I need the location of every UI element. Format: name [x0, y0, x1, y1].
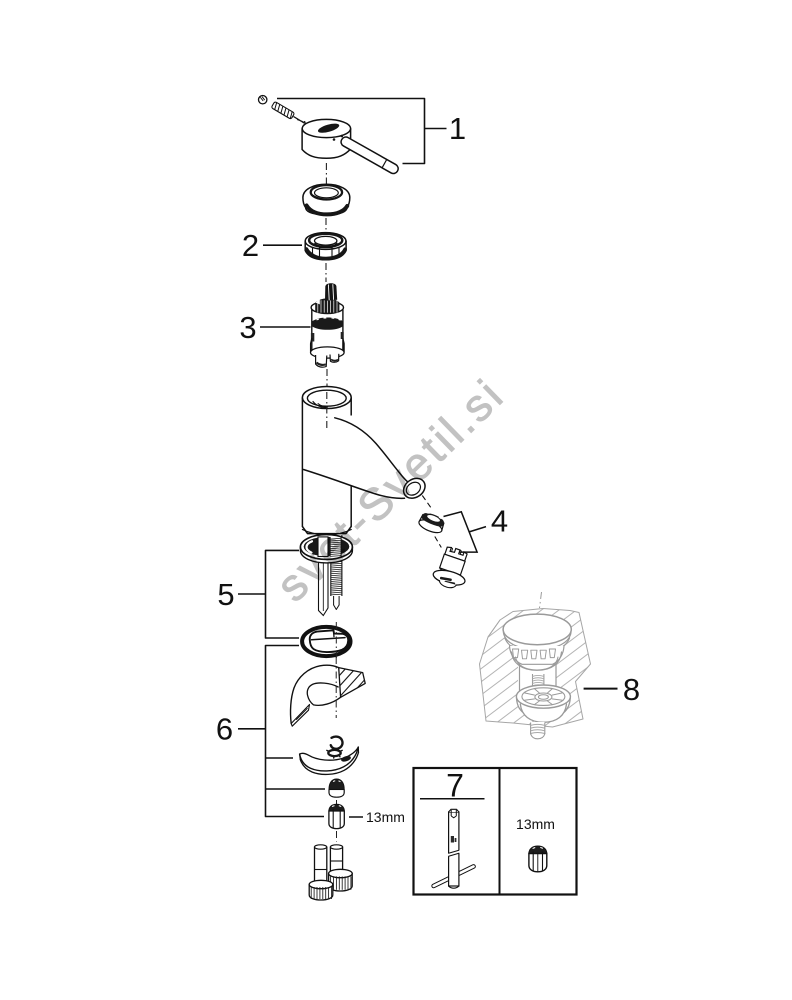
svg-text:6: 6: [216, 712, 233, 747]
svg-text:7: 7: [446, 768, 464, 804]
svg-text:2: 2: [242, 228, 259, 263]
svg-text:8: 8: [623, 672, 640, 707]
svg-text:1: 1: [449, 111, 466, 146]
svg-text:13mm: 13mm: [516, 816, 555, 832]
svg-text:13mm: 13mm: [366, 809, 405, 825]
svg-text:3: 3: [239, 310, 256, 345]
svg-text:5: 5: [217, 577, 234, 612]
svg-text:4: 4: [491, 504, 508, 539]
